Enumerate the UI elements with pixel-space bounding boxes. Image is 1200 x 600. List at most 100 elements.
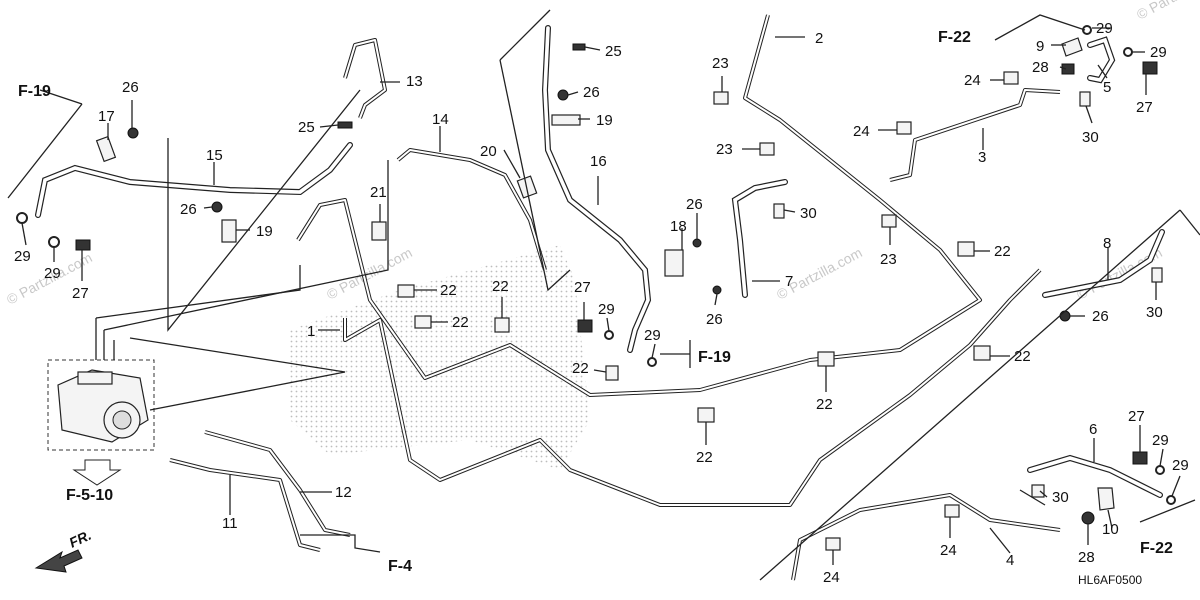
callout-part-29[interactable]: 29	[1096, 20, 1113, 37]
callout-part-23[interactable]: 23	[712, 55, 729, 72]
clip-30	[1151, 267, 1163, 283]
callout-part-27[interactable]: 27	[1128, 408, 1145, 425]
bolt-26	[692, 238, 702, 248]
callout-part-29[interactable]: 29	[1152, 432, 1169, 449]
brake-pipes	[169, 14, 1061, 581]
callout-part-19[interactable]: 19	[596, 112, 613, 129]
callout-part-26[interactable]: 26	[686, 196, 703, 213]
ref-f22-top[interactable]: F-22	[938, 29, 971, 46]
callout-part-8[interactable]: 8	[1103, 235, 1111, 252]
callout-part-6[interactable]: 6	[1089, 421, 1097, 438]
callout-part-22[interactable]: 22	[572, 360, 589, 377]
reference-labels: F-19 F-19 F-22 F-22 F-5-10 F-4 HL6AF0500	[18, 29, 1173, 587]
callout-part-22[interactable]: 22	[1014, 348, 1031, 365]
callout-part-26[interactable]: 26	[122, 79, 139, 96]
callout-part-30[interactable]: 30	[1052, 489, 1069, 506]
callout-part-29[interactable]: 29	[644, 327, 661, 344]
hose-clamp-18	[664, 249, 684, 277]
callout-part-4[interactable]: 4	[1006, 552, 1014, 569]
callout-part-13[interactable]: 13	[406, 73, 423, 90]
callout-part-9[interactable]: 9	[1036, 38, 1044, 55]
bolt-26	[1059, 310, 1071, 322]
callout-part-25[interactable]: 25	[298, 119, 315, 136]
callout-part-22[interactable]: 22	[816, 396, 833, 413]
abs-dashed-frame	[47, 359, 155, 451]
callout-part-26[interactable]: 26	[180, 201, 197, 218]
callout-part-29[interactable]: 29	[1172, 457, 1189, 474]
callout-part-29[interactable]: 29	[44, 265, 61, 282]
callout-part-22[interactable]: 22	[492, 278, 509, 295]
callout-part-20[interactable]: 20	[480, 143, 497, 160]
callout-part-14[interactable]: 14	[432, 111, 449, 128]
callout-part-22[interactable]: 22	[696, 449, 713, 466]
callout-part-24[interactable]: 24	[940, 542, 957, 559]
small-parts	[16, 25, 1176, 551]
hose-clip-9	[1061, 37, 1083, 57]
callout-part-21[interactable]: 21	[370, 184, 387, 201]
abs-port-block	[77, 371, 113, 385]
callout-part-16[interactable]: 16	[590, 153, 607, 170]
watermark-text: © Partzilla.com	[1134, 0, 1200, 23]
bolt-27	[1132, 451, 1148, 465]
ref-f19-center[interactable]: F-19	[698, 349, 731, 366]
abs-motor-center	[112, 410, 132, 430]
callout-part-26[interactable]: 26	[1092, 308, 1109, 325]
callout-part-22[interactable]: 22	[440, 282, 457, 299]
callout-part-23[interactable]: 23	[716, 141, 733, 158]
callout-part-12[interactable]: 12	[335, 484, 352, 501]
callout-part-30[interactable]: 30	[1146, 304, 1163, 321]
callout-part-1[interactable]: 1	[307, 323, 315, 340]
callout-part-19[interactable]: 19	[256, 223, 273, 240]
hose-clip-17	[95, 135, 117, 163]
clip-30	[1031, 484, 1045, 498]
callout-part-30[interactable]: 30	[1082, 129, 1099, 146]
callout-part-27[interactable]: 27	[72, 285, 89, 302]
ref-f510[interactable]: F-5-10	[66, 487, 113, 504]
callout-part-27[interactable]: 27	[1136, 99, 1153, 116]
callout-part-22[interactable]: 22	[452, 314, 469, 331]
callout-part-18[interactable]: 18	[670, 218, 687, 235]
bolt-28	[1061, 63, 1075, 75]
callout-part-15[interactable]: 15	[206, 147, 223, 164]
clip-24	[1003, 71, 1019, 85]
callout-part-24[interactable]: 24	[853, 123, 870, 140]
hose-clamp-19	[551, 114, 581, 126]
callout-part-25[interactable]: 25	[605, 43, 622, 60]
brake-hoses	[35, 25, 1165, 498]
ref-f4[interactable]: F-4	[388, 558, 412, 575]
front-direction-label: FR.	[67, 527, 94, 551]
callout-part-2[interactable]: 2	[815, 30, 823, 47]
callout-part-24[interactable]: 24	[823, 569, 840, 586]
callout-part-3[interactable]: 3	[978, 149, 986, 166]
bolt-26	[211, 201, 223, 213]
callout-part-28[interactable]: 28	[1032, 59, 1049, 76]
clip-30	[1079, 91, 1091, 107]
callout-part-29[interactable]: 29	[1150, 44, 1167, 61]
callout-part-27[interactable]: 27	[574, 279, 591, 296]
callout-part-10[interactable]: 10	[1102, 521, 1119, 538]
ref-f19-left[interactable]: F-19	[18, 83, 51, 100]
callout-part-17[interactable]: 17	[98, 108, 115, 125]
callout-part-5[interactable]: 5	[1103, 79, 1111, 96]
callout-part-23[interactable]: 23	[880, 251, 897, 268]
callout-part-30[interactable]: 30	[800, 205, 817, 222]
callout-part-29[interactable]: 29	[14, 248, 31, 265]
clip-22	[605, 365, 619, 381]
bolt-27	[1142, 61, 1158, 75]
washer-29	[1123, 47, 1133, 57]
callout-part-26[interactable]: 26	[706, 311, 723, 328]
callout-part-26[interactable]: 26	[583, 84, 600, 101]
clip-24	[825, 537, 841, 551]
leader-lines	[7, 9, 1200, 581]
bolt-26	[127, 127, 139, 139]
washer-29	[647, 357, 657, 367]
abs-modulator	[47, 318, 155, 451]
callout-part-24[interactable]: 24	[964, 72, 981, 89]
bolt-25	[572, 43, 586, 51]
callout-part-28[interactable]: 28	[1078, 549, 1095, 566]
callout-part-29[interactable]: 29	[598, 301, 615, 318]
ref-f22-bottom[interactable]: F-22	[1140, 540, 1173, 557]
callout-part-22[interactable]: 22	[994, 243, 1011, 260]
callout-part-7[interactable]: 7	[785, 273, 793, 290]
callout-part-11[interactable]: 11	[222, 515, 238, 532]
